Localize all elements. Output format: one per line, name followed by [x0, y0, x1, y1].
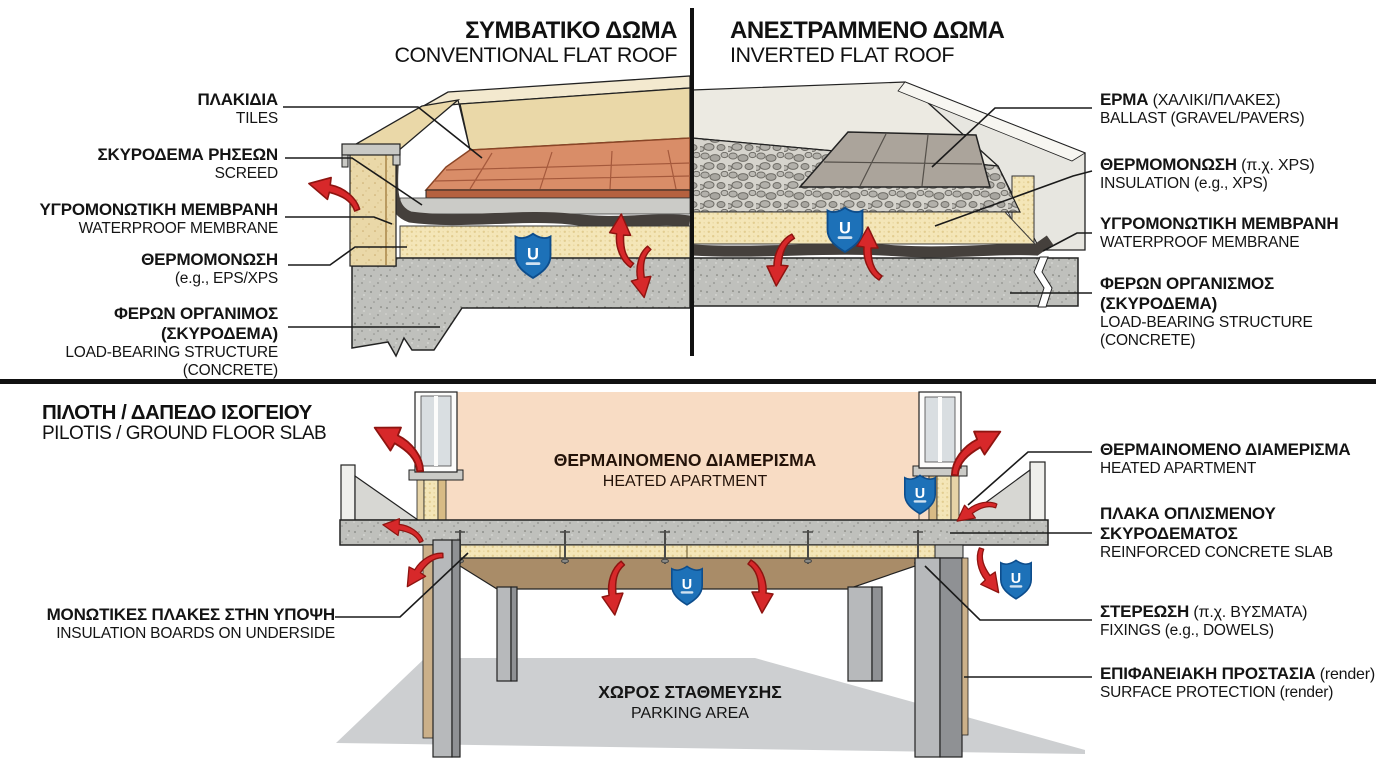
u-value-shield-icon: U — [999, 559, 1033, 600]
pilotis-section-title: ΠΙΛΟΤΗ / ΔΑΠΕΔΟ ΙΣΟΓΕΙΟΥ PILOTIS / GROUN… — [42, 401, 327, 445]
label-heated-apartment: ΘΕΡΜΑΙΝΟΜΕΝΟ ΔΙΑΜΕΡΙΣΜΑ HEATED APARTMENT — [1100, 440, 1351, 477]
horizontal-divider — [0, 379, 1376, 384]
leader-lines — [283, 106, 1093, 678]
label-surface-protection: ΕΠΙΦΑΝΕΙΑΚΗ ΠΡΟΣΤΑΣΙΑ (render) SURFACE P… — [1100, 664, 1376, 701]
u-value-shield-icon: U — [670, 565, 704, 606]
u-value-shield-icon: U — [514, 232, 552, 279]
parking-area-zone-text: ΧΩΡΟΣ ΣΤΑΘΜΕΥΣΗΣ PARKING AREA — [598, 682, 782, 722]
label-screed: ΣΚΥΡΟΔΕΜΑ ΡΗΣΕΩΝ SCREED — [97, 145, 278, 182]
u-value-shield-icon: U — [903, 474, 937, 515]
label-tiles: ΠΛΑΚΙΔΙΑ TILES — [197, 90, 278, 127]
label-insulation-left: ΘΕΡΜΟΜΟΝΩΣΗ (e.g., EPS/XPS — [141, 250, 278, 287]
label-load-bearing-left: ΦΕΡΩΝ ΟΡΓΑΝΙΜΟΣ (ΣΚΥΡΟΔΕΜΑ) LOAD-BEARING… — [65, 304, 278, 379]
svg-text:U: U — [682, 577, 692, 593]
label-insulation-boards-underside: ΜΟΝΩΤΙΚΕΣ ΠΛΑΚΕΣ ΣΤΗΝ ΥΠΟΨΗ INSULATION B… — [46, 605, 336, 642]
u-value-shield-icon: U — [826, 206, 864, 253]
svg-text:U: U — [915, 486, 925, 502]
inverted-roof-title: ΑΝΕΣΤΡΑΜΜΕΝΟ ΔΩΜΑ INVERTED FLAT ROOF — [730, 17, 1005, 67]
label-waterproof-membrane-right: ΥΓΡΟΜΟΝΩΤΙΚΗ ΜΕΜΒΡΑΝΗ WATERPROOF MEMBRAN… — [1100, 214, 1339, 251]
vertical-divider — [690, 8, 694, 356]
pilotis-columns — [422, 539, 969, 758]
label-load-bearing-right: ΦΕΡΩΝ ΟΡΓΑΝΙΣΜΟΣ (ΣΚΥΡΟΔΕΜΑ) LOAD-BEARIN… — [1100, 274, 1313, 349]
conventional-roof-title: ΣΥΜΒΑΤΙΚΟ ΔΩΜΑ CONVENTIONAL FLAT ROOF — [394, 17, 678, 67]
label-ballast: ΕΡΜΑ (ΧΑΛΙΚΙ/ΠΛΑΚΕΣ) BALLAST (GRAVEL/PAV… — [1100, 90, 1305, 127]
conventional-roof-graphic — [341, 75, 691, 358]
pilotis-graphic — [336, 391, 1085, 758]
label-reinforced-slab: ΠΛΑΚΑ ΟΠΛΙΣΜΕΝΟΥ ΣΚΥΡΟΔΕΜΑΤΟΣ REINFORCED… — [1100, 504, 1333, 561]
label-insulation-xps: ΘΕΡΜΟΜΟΝΩΣΗ (π.χ. XPS) INSULATION (e.g.,… — [1100, 155, 1315, 192]
svg-text:U: U — [839, 219, 851, 238]
inverted-roof-graphic — [691, 81, 1086, 308]
svg-text:U: U — [1011, 571, 1021, 587]
heated-apartment-zone-text: ΘΕΡΜΑΙΝΟΜΕΝΟ ΔΙΑΜΕΡΙΣΜΑ HEATED APARTMENT — [553, 450, 817, 490]
label-fixings: ΣΤΕΡΕΩΣΗ (π.χ. ΒΥΣΜΑΤΑ) FIXINGS (e.g., D… — [1100, 602, 1308, 639]
svg-text:U: U — [527, 245, 539, 264]
label-waterproof-membrane-left: ΥΓΡΟΜΟΝΩΤΙΚΗ ΜΕΜΒΡΑΝΗ WATERPROOF MEMBRAN… — [39, 200, 279, 237]
